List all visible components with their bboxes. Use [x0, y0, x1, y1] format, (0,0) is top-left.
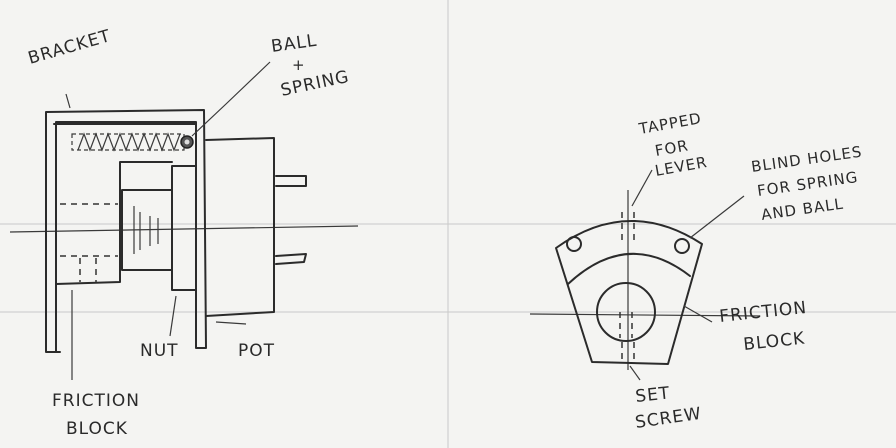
label-set: SET: [634, 383, 671, 407]
front-friction-leader: [683, 305, 713, 323]
label-bracket: BRACKET: [26, 26, 113, 69]
blind-leader: [689, 195, 745, 239]
label-and-ball: AND BALL: [760, 195, 845, 224]
side-view-drawing: BRACKET BALL + SPRING FRICTION BLOCK NUT…: [9, 26, 359, 439]
nut-leader: [169, 295, 177, 337]
pot-shape: [205, 137, 307, 317]
front-friction-block-shape: [555, 212, 703, 365]
label-friction-side-1: FRICTION: [52, 391, 140, 411]
ball-shape: [180, 135, 194, 149]
bracket-shape: [45, 109, 207, 353]
pot-leader: [215, 321, 247, 325]
setscrew-leader: [629, 365, 641, 381]
label-for: FOR: [654, 136, 690, 160]
label-pot: POT: [238, 341, 275, 361]
spring-shape: [71, 132, 185, 152]
label-friction-front-2: BLOCK: [742, 329, 806, 355]
bracket-leader: [65, 93, 71, 109]
label-screw: SCREW: [634, 404, 703, 433]
tapped-leader: [631, 169, 653, 207]
nut-shape: [121, 165, 197, 291]
side-centerline: [9, 225, 359, 233]
label-friction-side-2: BLOCK: [66, 419, 128, 439]
label-ball: BALL: [270, 31, 319, 57]
front-centerline-h: [529, 313, 761, 317]
label-nut: NUT: [140, 341, 179, 361]
front-view-drawing: TAPPED FOR LEVER BLIND HOLES FOR SPRING …: [529, 109, 864, 433]
friction-block-shape: [55, 161, 173, 285]
ball-leader: [191, 61, 271, 137]
label-tapped: TAPPED: [637, 109, 704, 138]
label-spring: SPRING: [279, 67, 351, 101]
label-friction-front-1: FRICTION: [718, 298, 808, 327]
label-ball-plus: +: [292, 56, 306, 74]
